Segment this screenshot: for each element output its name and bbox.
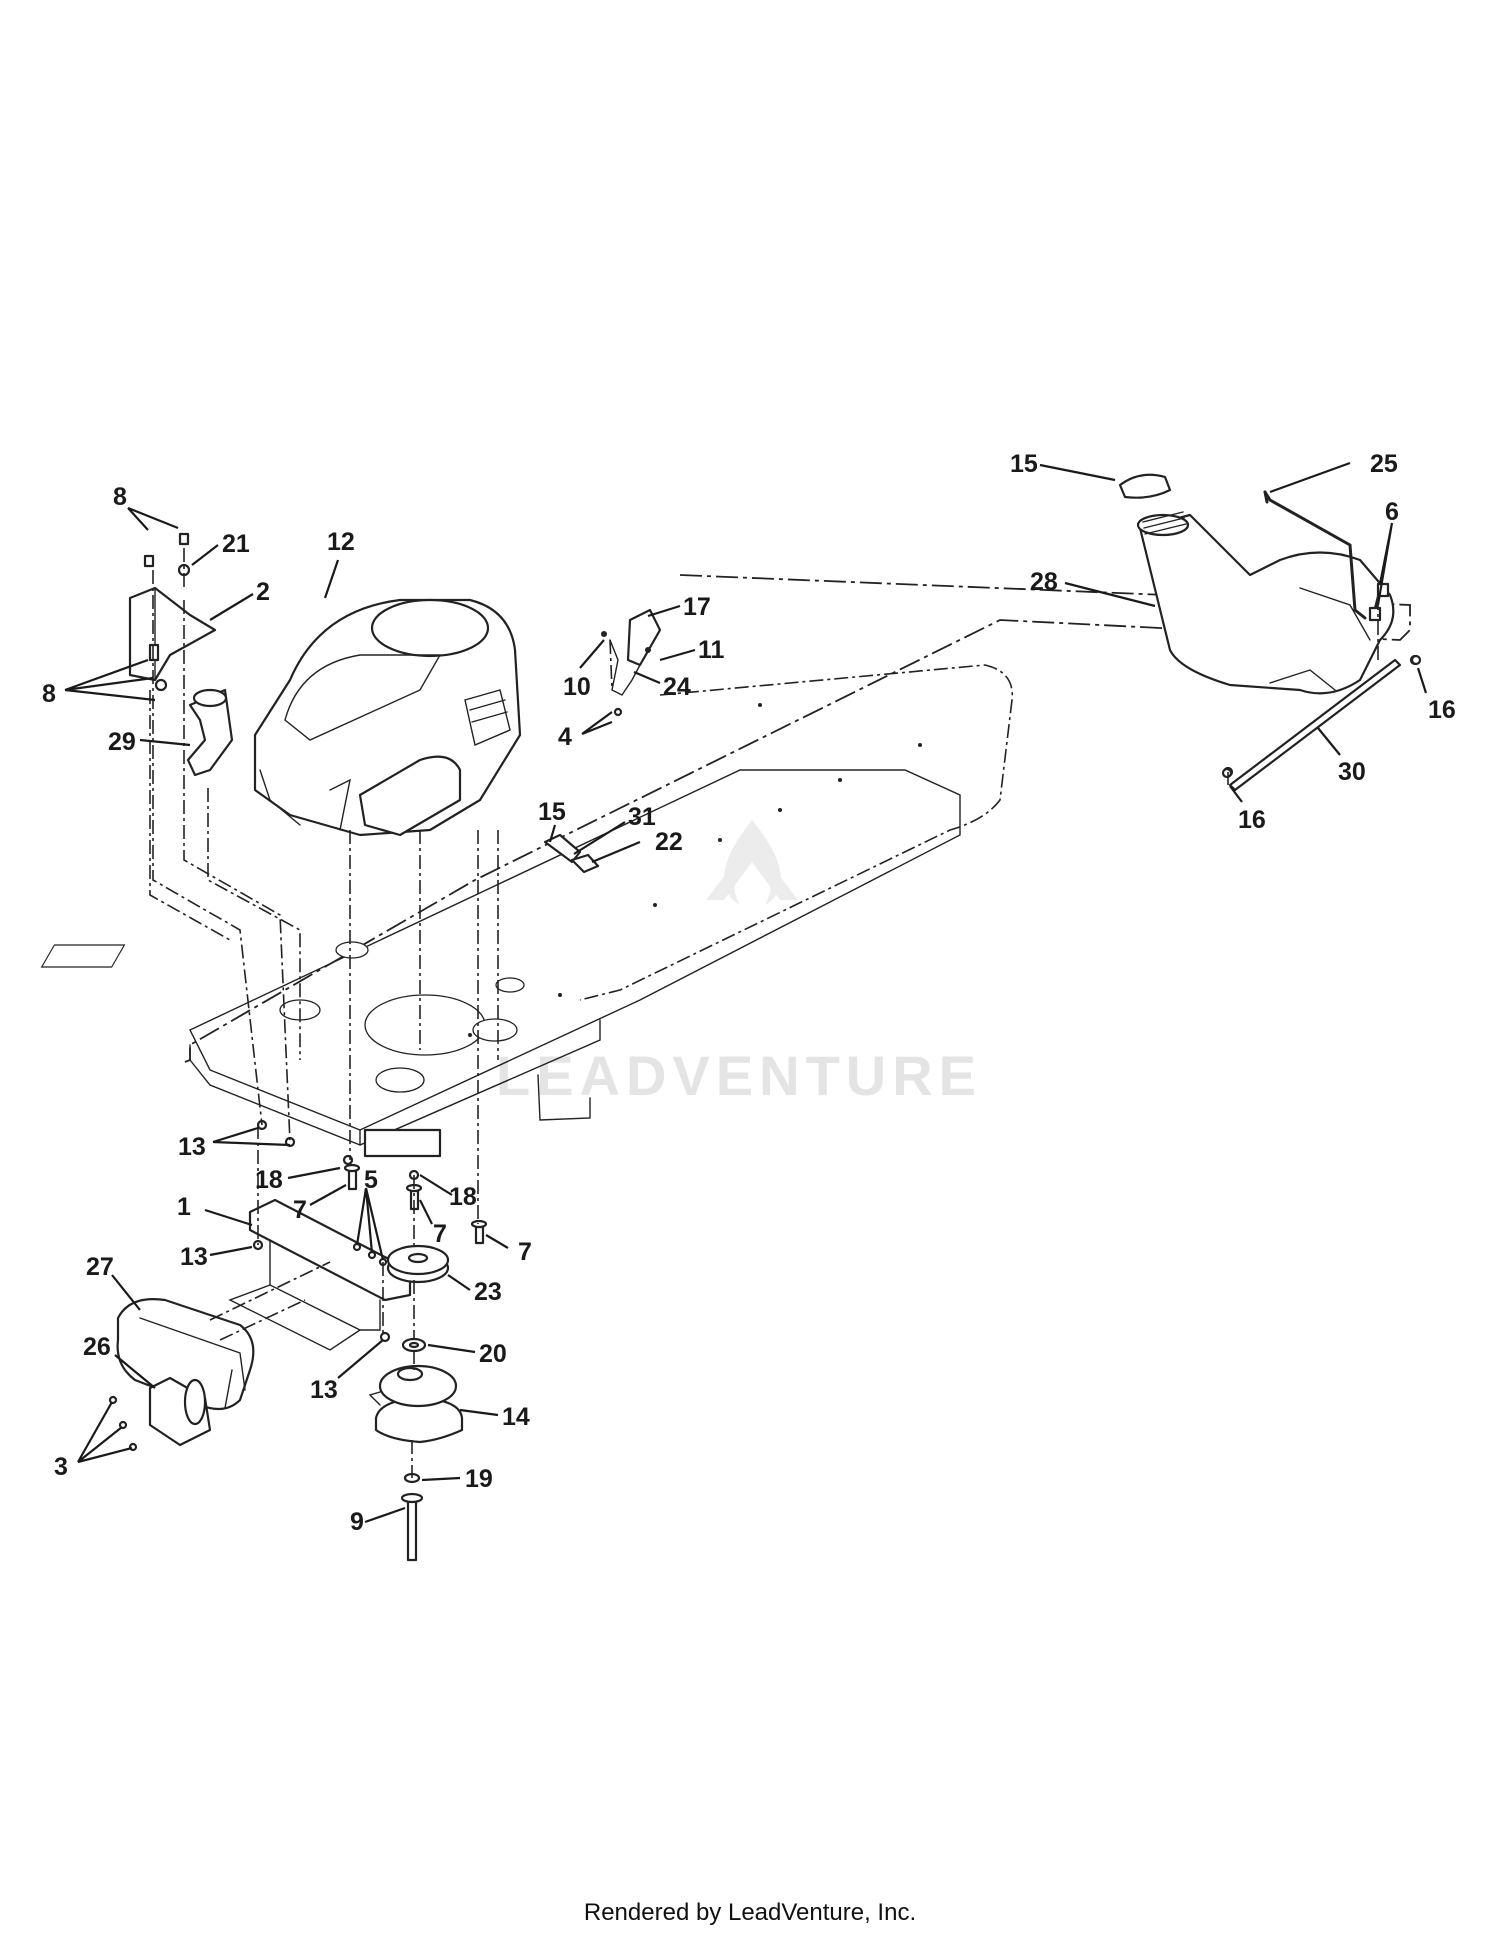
washer[interactable]: [401, 1337, 427, 1353]
frame-hole: [375, 1067, 425, 1093]
callout-3: 3: [54, 1453, 68, 1481]
callout-13: 13: [180, 1243, 208, 1271]
bolt-8-top: [143, 532, 191, 692]
callout-16: 16: [1238, 806, 1266, 834]
tank-strap-body: [1228, 658, 1402, 792]
heat-shield-body: [128, 586, 217, 682]
callout-16: 16: [1428, 696, 1456, 724]
fuel-filter-body: [543, 833, 582, 864]
callout-13: 13: [310, 1376, 338, 1404]
callout-11: 11: [698, 636, 725, 664]
engine-cylinder: [464, 689, 511, 746]
callout-4: 4: [558, 723, 572, 751]
callout-27: 27: [86, 1253, 114, 1281]
callout-18: 18: [449, 1183, 477, 1211]
fuel-cap-body: [1118, 473, 1172, 499]
frame-hole: [335, 941, 369, 959]
engine[interactable]: [253, 598, 522, 837]
callout-20: 20: [479, 1340, 507, 1368]
callout-24: 24: [663, 673, 691, 701]
fuel-fitting: [570, 853, 600, 874]
callout-7: 7: [433, 1220, 447, 1248]
frame-side-rail: [189, 1019, 601, 1147]
frame-deck-plate: [189, 769, 961, 1131]
callout-7: 7: [293, 1196, 307, 1224]
tank-hold-down-rod-body: [1263, 490, 1367, 620]
muffler-guard[interactable]: [148, 1376, 212, 1447]
fuel-tank[interactable]: [1136, 511, 1395, 695]
callout-18: 18: [255, 1166, 283, 1194]
callout-5: 5: [364, 1166, 378, 1194]
callout-6: 6: [1385, 498, 1399, 526]
fuel-tank-threads: [1142, 511, 1187, 535]
callout-22: 22: [655, 828, 683, 856]
callout-26: 26: [83, 1333, 111, 1361]
callout-8: 8: [113, 483, 127, 511]
watermark-flame-icon: [706, 820, 798, 905]
watermark-text: LEADVENTURE: [496, 1044, 982, 1107]
fuel-tank-ridge: [1269, 587, 1371, 691]
frame-center-hole: [364, 994, 486, 1056]
callout-15: 15: [1010, 450, 1038, 478]
engine-air-intake: [370, 598, 490, 658]
callout-labels: 8 21 12 2 8 29 17 11 10 24 4 15 31 22 15…: [42, 450, 1456, 1536]
callout-31: 31: [628, 803, 656, 831]
engine-base: [259, 769, 351, 831]
callout-9: 9: [350, 1508, 364, 1536]
leader-lines: [64, 461, 1428, 1524]
watermark: LEADVENTURE: [496, 820, 982, 1107]
engine-side-cover: [358, 755, 462, 837]
frame-hole: [495, 977, 525, 993]
muffler[interactable]: [116, 1298, 255, 1411]
frame-bracket: [537, 1074, 591, 1121]
exhaust-pipe[interactable]: [186, 688, 234, 777]
fuel-filter[interactable]: [543, 833, 600, 874]
frame-assembly: [40, 574, 1411, 1158]
callout-21: 21: [222, 530, 250, 558]
footer-credit: Rendered by LeadVenture, Inc.: [583, 1899, 917, 1926]
callout-17: 17: [683, 593, 711, 621]
frame-hole: [472, 1018, 518, 1042]
callout-8: 8: [42, 680, 56, 708]
callout-23: 23: [474, 1278, 502, 1306]
callout-2: 2: [256, 578, 270, 606]
frame-platform: [579, 664, 1014, 1001]
fuel-tank-body: [1138, 513, 1395, 695]
throttle-bracket[interactable]: [601, 608, 662, 717]
heat-shield[interactable]: [128, 586, 217, 682]
callout-19: 19: [465, 1465, 493, 1493]
callout-12: 12: [327, 528, 355, 556]
frame-mount-plate: [363, 1128, 442, 1158]
callout-1: 1: [177, 1193, 191, 1221]
callout-25: 25: [1370, 450, 1398, 478]
callout-10: 10: [563, 673, 591, 701]
clutch-bolt[interactable]: [400, 1472, 424, 1562]
callout-14: 14: [502, 1403, 530, 1431]
callout-15: 15: [538, 798, 566, 826]
engine-shroud-panel: [284, 654, 442, 741]
alignment-lines: [149, 548, 1379, 1478]
engine-pulley[interactable]: [386, 1244, 450, 1284]
muffler-bracket-plate: [248, 1198, 412, 1302]
muffler-bracket[interactable]: [228, 1198, 412, 1351]
fuel-cap[interactable]: [1118, 473, 1172, 499]
callout-29: 29: [108, 728, 136, 756]
callout-7: 7: [518, 1238, 532, 1266]
exhaust-pipe-body: [186, 688, 234, 777]
throttle-lever: [626, 608, 662, 667]
callout-30: 30: [1338, 758, 1366, 786]
callout-28: 28: [1030, 568, 1058, 596]
frame-slot: [40, 944, 126, 968]
muffler-body: [116, 1298, 255, 1411]
throttle-link: [609, 639, 641, 696]
callout-13: 13: [178, 1133, 206, 1161]
pto-clutch[interactable]: [368, 1364, 464, 1444]
